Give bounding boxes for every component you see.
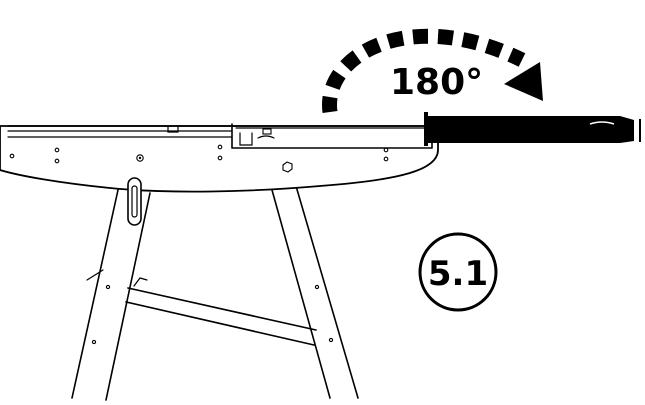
apron-hole xyxy=(383,156,389,162)
step-badge: 5.1 xyxy=(418,232,498,312)
apron-hole xyxy=(54,147,60,153)
leg-bolt xyxy=(328,337,334,343)
table-legs xyxy=(71,185,359,401)
rotation-arrow-icon xyxy=(322,28,543,114)
apron-hole xyxy=(217,144,223,150)
rotation-label: 180° xyxy=(390,62,483,103)
apron-hole xyxy=(217,155,223,161)
extension-arm xyxy=(424,112,641,146)
leg-bolt xyxy=(314,284,320,290)
leg-bolt xyxy=(91,339,97,345)
apron-hole xyxy=(383,147,389,153)
hex-nut-icon xyxy=(282,161,293,173)
apron-hole xyxy=(9,153,15,159)
leg-bolt xyxy=(105,284,111,290)
step-label: 5.1 xyxy=(428,254,488,294)
leg-bracket xyxy=(127,177,142,226)
table-top xyxy=(0,123,439,193)
apron-hole xyxy=(54,158,60,164)
